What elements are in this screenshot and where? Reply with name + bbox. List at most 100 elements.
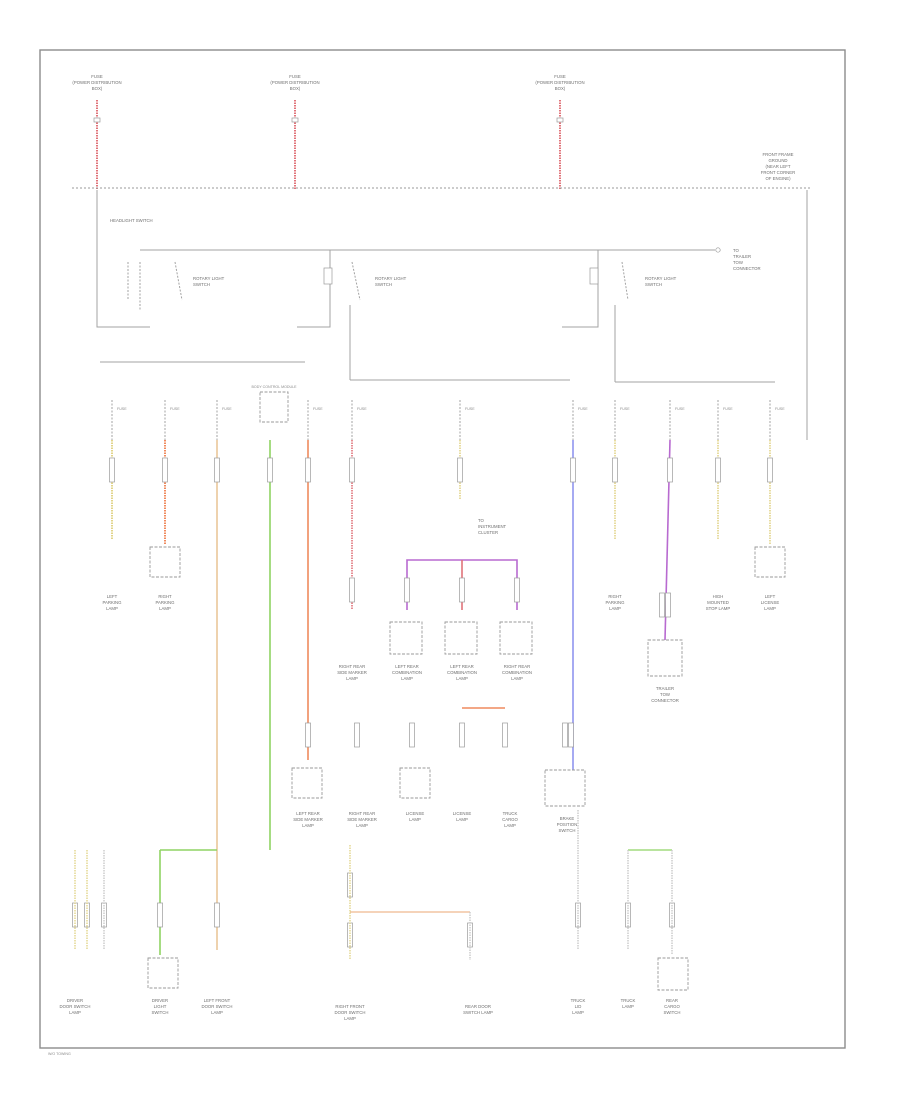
- component-23-line-2: LAMP: [622, 1004, 634, 1009]
- component-7-line-3: LAMP: [401, 676, 413, 681]
- top-source-1-line-2: (POWER DISTRIBUTION: [72, 80, 121, 85]
- switch-label-1-line-1: ROTARY LIGHT: [193, 276, 225, 281]
- component-11-line-3: LAMP: [302, 823, 314, 828]
- mid-switch-loop: [297, 250, 331, 328]
- component-15-line-2: CARGO: [502, 817, 518, 822]
- bus-label: FRONT FRAME GROUND (NEAR LEFT FRONT CORN…: [761, 152, 796, 181]
- pin-block-2: [162, 457, 168, 483]
- right-ground-label-line-1: TO: [733, 248, 740, 253]
- component-2-line-2: PARKING: [155, 600, 175, 605]
- component-9-line-1: RIGHT REAR: [504, 664, 530, 669]
- component-3-line-3: LAMP: [609, 606, 621, 611]
- fuse-label-7: FUSE: [578, 407, 588, 411]
- right-ground-label: TO TRAILER TOW CONNECTOR: [733, 248, 761, 271]
- component-20-line-1: RIGHT FRONT: [335, 1004, 365, 1009]
- pin-block-19: [305, 722, 311, 748]
- right-ground-label-line-3: TOW: [733, 260, 744, 265]
- fuse-label-6: FUSE: [465, 407, 475, 411]
- component-11-line-1: LEFT REAR: [296, 811, 320, 816]
- component-15-line-3: LAMP: [504, 823, 516, 828]
- pin-block-29: [157, 902, 163, 928]
- pin-block-25: [568, 722, 574, 748]
- component-22-line-1: TRUCK: [571, 998, 586, 1003]
- switch-label-3: ROTARY LIGHT SWITCH: [645, 276, 677, 287]
- fuse-label-8: FUSE: [620, 407, 630, 411]
- component-13-line-2: LAMP: [409, 817, 421, 822]
- fuse-label-2: FUSE: [170, 407, 180, 411]
- footer-note: W/O TOWING: [48, 1052, 71, 1056]
- mid-label-line-3: CLUSTER: [478, 530, 498, 535]
- component-19-line-3: LAMP: [211, 1010, 223, 1015]
- pin-block-15: [459, 577, 465, 603]
- component-8-line-3: LAMP: [456, 676, 468, 681]
- fuse-label-11: FUSE: [775, 407, 785, 411]
- switch-label-3-line-2: SWITCH: [645, 282, 662, 287]
- component-18-line-1: DRIVER: [152, 998, 168, 1003]
- component-12-line-2: SIDE MARKER: [347, 817, 377, 822]
- right-ground-label-line-2: TRAILER: [733, 254, 751, 259]
- module-label: BODY CONTROL MODULE: [252, 385, 298, 389]
- bus-label-line-1: FRONT FRAME: [763, 152, 794, 157]
- pin-block-18: [665, 592, 671, 618]
- switch-label-1: ROTARY LIGHT SWITCH: [193, 276, 225, 287]
- pin-block-13: [349, 577, 355, 603]
- component-20-line-3: LAMP: [344, 1016, 356, 1021]
- top-source-2-line-3: BOX): [290, 86, 301, 91]
- right-ground-symbol: [715, 247, 721, 253]
- component-21-line-1: REAR DOOR: [465, 1004, 491, 1009]
- left-switch-loop: [96, 190, 150, 328]
- component-8-line-2: COMBINATION: [447, 670, 477, 675]
- pin-block-11: [715, 457, 721, 483]
- top-source-2-line-2: (POWER DISTRIBUTION: [270, 80, 319, 85]
- pin-block-12: [767, 457, 773, 483]
- right-ground-label-line-4: CONNECTOR: [733, 266, 761, 271]
- component-labels: LEFTPARKINGLAMPRIGHTPARKINGLAMPRIGHTPARK…: [59, 594, 779, 1021]
- mid-label-line-2: INSTRUMENT: [478, 524, 507, 529]
- top-source-2-line-1: FUSE: [289, 74, 301, 79]
- pin-block-23: [502, 722, 508, 748]
- fuse-label-5: FUSE: [357, 407, 367, 411]
- component-24-line-3: SWITCH: [664, 1010, 681, 1015]
- fuse-label-3: FUSE: [222, 407, 232, 411]
- switch-label-2: ROTARY LIGHT SWITCH: [375, 276, 407, 287]
- component-box-4: [389, 621, 423, 655]
- component-19-line-1: LEFT FRONT: [204, 998, 231, 1003]
- pin-block-24: [562, 722, 568, 748]
- right-switch-loop: [562, 250, 599, 328]
- top-source-3: FUSE (POWER DISTRIBUTION BOX): [535, 74, 584, 91]
- top-feed-connector-2: [291, 117, 299, 123]
- component-box-3: [259, 391, 289, 423]
- component-24-line-1: REAR: [666, 998, 678, 1003]
- component-box-10: [544, 769, 586, 807]
- component-4-line-2: MOUNTED: [707, 600, 729, 605]
- component-9-line-3: LAMP: [511, 676, 523, 681]
- component-box-7: [647, 639, 683, 677]
- component-box-1: [149, 546, 181, 578]
- component-4-line-1: HIGH: [713, 594, 724, 599]
- component-box-5: [444, 621, 478, 655]
- pin-block-6: [349, 457, 355, 483]
- bus-label-line-3: (NEAR LEFT: [765, 164, 790, 169]
- component-24-line-2: CARGO: [664, 1004, 680, 1009]
- component-17-line-2: DOOR SWITCH: [59, 1004, 90, 1009]
- switch-label-3-line-1: ROTARY LIGHT: [645, 276, 677, 281]
- top-feed-connector-1: [93, 117, 101, 123]
- component-12-line-1: RIGHT REAR: [349, 811, 375, 816]
- component-5-line-3: LAMP: [764, 606, 776, 611]
- component-6-line-1: RIGHT REAR: [339, 664, 365, 669]
- component-16-line-3: SWITCH: [559, 828, 576, 833]
- component-17-line-3: LAMP: [69, 1010, 81, 1015]
- component-22-line-3: LAMP: [572, 1010, 584, 1015]
- component-10-line-3: CONNECTOR: [651, 698, 679, 703]
- fuse-label-9: FUSE: [675, 407, 685, 411]
- component-4-line-3: STOP LAMP: [706, 606, 731, 611]
- component-boxes: [147, 391, 786, 991]
- mid-label-line-1: TO: [478, 518, 485, 523]
- component-14-line-1: LICENSE: [453, 811, 472, 816]
- component-20-line-2: DOOR SWITCH: [334, 1010, 365, 1015]
- component-box-6: [499, 621, 533, 655]
- pin-block-8: [570, 457, 576, 483]
